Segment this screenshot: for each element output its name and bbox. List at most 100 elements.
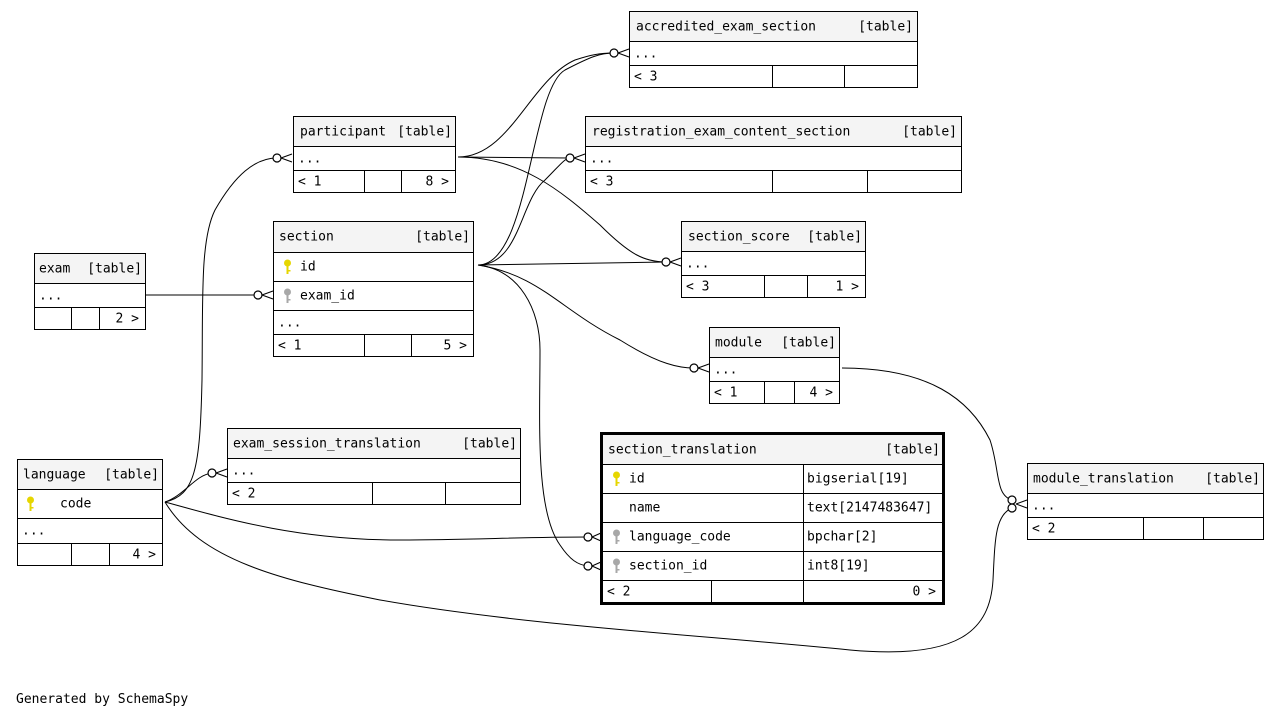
ellipsis: ... [39,288,63,303]
table-type: [table] [87,261,142,276]
edge-module-moduletranslation [841,367,1013,501]
table-footer: < 1 5 > [274,334,473,356]
table-name: participant [300,124,387,139]
column-name: section_id [629,558,708,574]
column-name: language_code [629,529,731,545]
edge-end-circle [1007,503,1017,513]
child-count[interactable]: 4 > [809,385,833,400]
crowfoot [591,532,602,542]
table-accredited-exam-section[interactable]: accredited_exam_section [table] ... < 3 [629,11,918,88]
table-footer: < 3 [630,65,917,87]
ellipsis: ... [714,362,738,377]
primary-key-icon [284,259,291,274]
parent-count[interactable]: < 2 [1032,521,1056,536]
table-type: [table] [781,335,836,350]
parent-count[interactable]: < 1 [714,385,738,400]
child-count[interactable]: 5 > [443,338,467,353]
table-exam-session-translation[interactable]: exam_session_translation [table] ... < 2 [227,428,521,505]
column-name: id [300,259,316,275]
ellipsis-row: ... [710,357,839,381]
parent-count[interactable]: < 2 [232,486,256,501]
ellipsis-row: ... [228,458,520,482]
foreign-key-icon [613,529,620,544]
ellipsis: ... [686,256,710,271]
table-type: [table] [902,124,957,139]
table-footer: < 1 4 > [710,381,839,403]
table-section-score[interactable]: section_score [table] ... < 3 1 > [681,221,866,298]
edge-language-examsession [164,472,213,503]
edge-end-circle [565,153,575,163]
ellipsis: ... [1032,498,1056,513]
table-header: language [table] [18,460,162,489]
primary-key-icon [27,496,34,511]
table-header: accredited_exam_section [table] [630,12,917,41]
table-footer: < 3 1 > [682,275,865,297]
column-row: name text[2147483647] [603,493,942,522]
column-name: id [629,471,645,487]
parent-count[interactable]: < 3 [590,174,614,189]
edge-section-score [477,261,667,266]
column-row: language_code bpchar[2] [603,522,942,551]
table-name: language [23,467,86,482]
crowfoot [1015,499,1028,509]
ellipsis-row: ... [630,41,917,65]
edge-end-circle [661,257,671,267]
table-header: exam [table] [35,254,145,283]
edge-section-sectiontranslation [477,264,589,567]
parent-count[interactable]: < 2 [607,584,631,599]
child-count[interactable]: 2 > [115,311,139,326]
table-name: registration_exam_content_section [592,124,851,139]
table-type: [table] [462,436,517,451]
table-footer: 4 > [18,543,162,565]
crowfoot [280,153,293,163]
crowfoot [591,561,602,571]
edge-end-circle [272,153,282,163]
table-language[interactable]: language [table] code ... 4 > [17,459,163,566]
parent-count[interactable]: < 1 [298,174,322,189]
ellipsis: ... [232,463,256,478]
table-module[interactable]: module [table] ... < 1 4 > [709,327,840,404]
table-footer: < 2 0 > [603,580,942,602]
parent-count[interactable]: < 3 [686,279,710,294]
crowfoot [215,468,228,478]
edge-end-circle [583,532,593,542]
table-name: accredited_exam_section [636,19,817,34]
table-exam[interactable]: exam [table] ... 2 > [34,253,146,330]
parent-count[interactable]: < 3 [634,69,658,84]
table-type: [table] [885,442,940,457]
edge-language-moduletranslation [164,501,1013,653]
table-module-translation[interactable]: module_translation [table] ... < 2 [1027,463,1264,540]
table-footer: < 2 [1028,517,1263,539]
table-name: section [279,229,334,245]
child-count[interactable]: 0 > [912,584,936,599]
ellipsis-row: ... [35,283,145,307]
edge-participant-score [457,156,667,263]
table-header: module_translation [table] [1028,464,1263,493]
table-participant[interactable]: participant [table] ... < 1 8 > [293,116,456,193]
table-section[interactable]: section [table] id exam_id ... < 1 5 > [273,221,474,357]
edge-end-circle [1007,495,1017,505]
table-type: [table] [807,229,862,244]
child-count[interactable]: 4 > [132,547,156,562]
ellipsis-row: ... [294,146,455,170]
edge-section-accredited [477,52,615,266]
table-footer: < 3 [586,170,961,192]
column-name: exam_id [300,288,355,304]
table-registration-exam-content-section[interactable]: registration_exam_content_section [table… [585,116,962,193]
child-count[interactable]: 8 > [425,174,449,189]
table-type: [table] [1205,471,1260,486]
column-name: name [629,500,661,516]
edge-section-registration [477,157,571,266]
foreign-key-icon [284,288,291,303]
table-section-translation[interactable]: section_translation [table] id bigserial… [600,432,945,605]
edge-section-module [477,264,695,369]
parent-count[interactable]: < 1 [278,338,302,353]
column-type: bigserial[19] [807,471,909,487]
ellipsis: ... [278,315,302,330]
table-footer: < 1 8 > [294,170,455,192]
child-count[interactable]: 1 > [835,279,859,294]
crowfoot [669,257,682,267]
ellipsis-row: ... [1028,493,1263,517]
foreign-key-icon [613,558,620,573]
column-row: section_id int8[19] [603,551,942,580]
